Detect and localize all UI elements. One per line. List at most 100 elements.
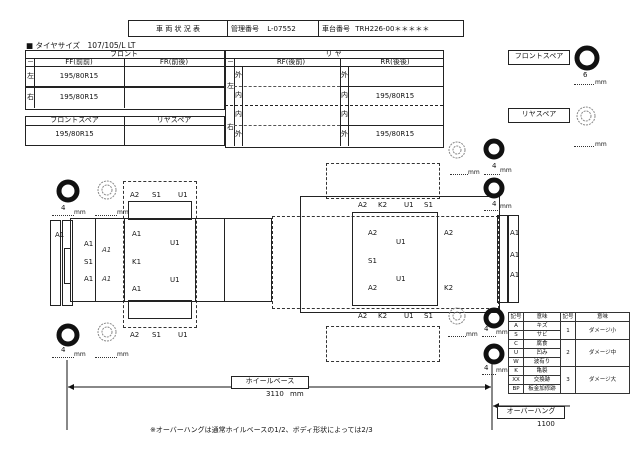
front-left-ff-size: 195/80R15 — [59, 72, 99, 80]
front-spare-tire-icon — [574, 45, 600, 71]
ff-header: FF(前前) — [65, 58, 93, 66]
legend-code: A — [508, 321, 524, 331]
right-edge-code-1: A2 — [444, 229, 454, 237]
right-unit-5: mm — [496, 329, 508, 336]
overhang-label: オーバーハング — [506, 407, 556, 415]
rf-right-outer-label: 外 — [235, 130, 242, 138]
legend-code: BP — [508, 384, 524, 394]
front-spare-label: フロントスペア — [514, 52, 564, 60]
legend-header-level: 記号 — [560, 312, 576, 322]
right-mid-code-5: A2 — [368, 284, 378, 292]
left-bottom-code-3: U1 — [178, 331, 188, 339]
right-depth-4: 4 — [484, 364, 489, 372]
left-bottom-rear-tire-icon — [97, 322, 117, 342]
right-bottom-code-2: K2 — [378, 312, 388, 320]
handwritten-mark-2: A1 — [102, 275, 112, 283]
legend-meaning: 板金加修跡 — [523, 384, 561, 394]
right-side-code-1: A1 — [510, 229, 520, 237]
rear-title: リ ヤ — [325, 50, 342, 58]
left-top-code-1: A2 — [130, 191, 140, 199]
rr-left-outer-label: 外 — [341, 71, 348, 79]
rear-spare-label: リヤスペア — [521, 110, 557, 118]
handwritten-mark-1: A1 — [102, 246, 112, 254]
left-unit-3: mm — [74, 351, 86, 358]
legend-code: XX — [508, 375, 524, 385]
left-unit-2: mm — [117, 209, 129, 216]
legend-level-num: 3 — [560, 366, 576, 394]
legend-level-meaning: ダメージ小 — [575, 321, 630, 340]
chassis-number: TRH226-00＊＊＊＊＊ — [355, 24, 430, 33]
left-mid-code-2: U1 — [170, 239, 180, 247]
left-side-code-2: A1 — [84, 240, 94, 248]
right-top-code-1: A2 — [358, 201, 368, 209]
legend-header-code: 記号 — [508, 312, 524, 322]
left-bottom-front-tire-icon — [56, 323, 80, 347]
legend-meaning: 凹み — [523, 348, 561, 358]
rr-right-outer-size: 195/80R15 — [375, 130, 415, 138]
left-mid-code-3: K1 — [132, 258, 142, 266]
header-table: 車 両 状 況 表 管理番号 L-07552 車台番号 TRH226-00＊＊＊… — [128, 20, 464, 37]
right-bottom-code-1: A2 — [358, 312, 368, 320]
right-bottom-outer-tire-icon — [483, 307, 505, 329]
legend-level-num: 2 — [560, 339, 576, 367]
front-dash: － — [27, 58, 34, 66]
rear-dash: － — [227, 58, 234, 66]
tire-size-label: ■ タイヤサイズ 107/105/L LT — [26, 41, 136, 50]
legend-code: W — [508, 357, 524, 367]
fr-header: FR(前後) — [159, 58, 189, 66]
right-last-tire-icon — [483, 343, 505, 365]
legend-level-meaning: ダメージ中 — [575, 339, 630, 367]
wheelbase-label: ホイールベース — [245, 377, 295, 385]
overhang-footnote: ※オーバーハングは通常ホイルベースの1/2、ボディ形状によっては2/3 — [150, 426, 373, 434]
wheelbase-label-box — [231, 376, 309, 389]
right-edge-code-2: K2 — [444, 284, 454, 292]
spare-tire-table — [25, 116, 225, 146]
left-side-code-3: S1 — [84, 258, 93, 266]
left-rear-tire-icon — [97, 180, 117, 200]
wheelbase-unit: mm — [290, 390, 304, 398]
rear-spare-tire-icon — [576, 106, 596, 126]
legend-meaning: 亀裂 — [523, 366, 561, 376]
overhang-value: 1100 — [537, 420, 555, 428]
legend-meaning: キズ — [523, 321, 561, 331]
chassis-number-label: 車台番号 — [322, 24, 350, 33]
rear-spare-label-box — [508, 108, 570, 123]
legend-code: C — [508, 339, 524, 349]
left-top-code-2: S1 — [152, 191, 161, 199]
rear-spare-header: リヤスペア — [156, 116, 192, 124]
left-mid-code-5: A1 — [132, 285, 142, 293]
left-top-code-3: U1 — [178, 191, 188, 199]
right-mid-code-1: A2 — [368, 229, 378, 237]
left-side-code-4: A1 — [84, 275, 94, 283]
left-mid-code-4: U1 — [170, 276, 180, 284]
legend-meaning: 交換跡 — [523, 375, 561, 385]
right-bottom-code-4: S1 — [424, 312, 433, 320]
rear-right-label: 右 — [227, 123, 234, 131]
legend-code: U — [508, 348, 524, 358]
legend-meaning: 腐食 — [523, 339, 561, 349]
front-spare-label-box — [508, 50, 570, 65]
right-mid-code-3: S1 — [368, 257, 377, 265]
right-unit-2: mm — [500, 167, 512, 174]
left-front-tire-icon — [56, 179, 80, 203]
right-unit-6: mm — [496, 367, 508, 374]
rr-right-outer-label: 外 — [341, 130, 348, 138]
left-depth-top: 4 — [61, 204, 66, 212]
right-mid-code-4: U1 — [396, 275, 406, 283]
rear-spare-unit: mm — [595, 141, 607, 148]
rf-left-inner-label: 内 — [235, 91, 242, 99]
rear-left-label: 左 — [227, 82, 234, 90]
rf-left-outer-label: 外 — [235, 71, 242, 79]
front-spare-depth: 6 — [583, 71, 588, 79]
front-right-ff-size: 195/80R15 — [59, 93, 99, 101]
control-number-label: 管理番号 — [231, 24, 259, 33]
left-unit-4: mm — [117, 351, 129, 358]
right-top-code-2: K2 — [378, 201, 388, 209]
legend-meaning: 波有り — [523, 357, 561, 367]
legend-level-num: 1 — [560, 321, 576, 340]
front-spare-size: 195/80R15 — [55, 130, 94, 138]
legend-code: K — [508, 366, 524, 376]
right-top-code-3: U1 — [404, 201, 414, 209]
right-top-inner-tire-icon — [448, 141, 466, 159]
right-unit-4: mm — [466, 331, 478, 338]
